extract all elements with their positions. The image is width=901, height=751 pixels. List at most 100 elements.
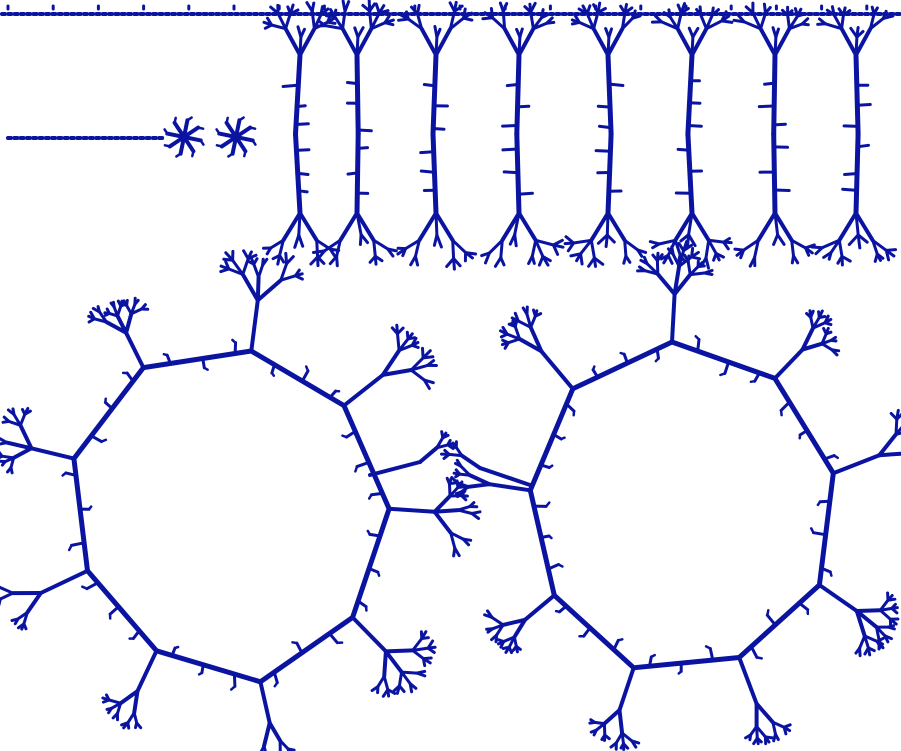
stub-edge	[797, 601, 810, 612]
ladder-tree-2	[312, 0, 398, 268]
branch-edge	[288, 8, 300, 16]
branch-edge	[411, 637, 424, 652]
branch-edge	[400, 670, 412, 686]
branch-edge	[454, 445, 464, 458]
rung-edge	[687, 101, 702, 105]
stub-edge	[544, 501, 551, 508]
stub-edge	[201, 357, 206, 370]
branch-edge	[758, 26, 777, 57]
branch-edge	[356, 26, 365, 39]
branch-edge	[298, 35, 303, 57]
branch-edge	[448, 477, 453, 486]
branch-edge	[772, 347, 805, 381]
branch-edge	[105, 307, 111, 315]
branch-edge	[682, 243, 694, 253]
star-edge	[182, 135, 203, 143]
ring-edge	[85, 568, 159, 654]
branch-edge	[712, 252, 718, 262]
stub-edge	[749, 645, 759, 659]
branch-edge	[105, 706, 113, 711]
stub-edge	[367, 493, 373, 500]
branch-edge	[404, 238, 421, 251]
branch-edge	[421, 355, 435, 360]
branch-edge	[410, 343, 420, 349]
ring-edge	[816, 470, 836, 588]
branch-edge	[11, 446, 34, 460]
branch-edge	[452, 546, 457, 558]
branch-edge	[596, 7, 607, 14]
branch-edge	[832, 13, 844, 31]
spine-edge	[685, 52, 695, 137]
branch-edge	[448, 9, 456, 31]
branch-edge	[269, 238, 285, 250]
branch-edge	[886, 597, 897, 602]
branch-edge	[283, 26, 302, 57]
stub-edge	[367, 567, 380, 574]
branch-edge	[432, 233, 439, 247]
stub-edge	[233, 341, 238, 355]
branch-edge	[614, 731, 624, 745]
branch-edge	[540, 12, 551, 20]
branch-edge	[408, 682, 414, 694]
branch-edge	[675, 26, 694, 57]
branch-edge	[467, 473, 492, 487]
branch-edge	[125, 298, 129, 307]
branch-edge	[454, 468, 462, 476]
ring-edge	[551, 592, 637, 671]
stub-edge	[765, 613, 777, 627]
branch-edge	[340, 26, 359, 57]
branch-edge	[690, 211, 711, 243]
stub-edge	[229, 685, 237, 691]
spine-edge	[605, 52, 614, 137]
branch-edge	[341, 9, 347, 31]
branch-edge	[383, 648, 415, 654]
branch-edge	[512, 617, 527, 639]
branch-edge	[416, 12, 424, 31]
branch-edge	[451, 238, 456, 260]
branch-edge	[0, 591, 15, 601]
stub-edge	[719, 372, 727, 377]
rung-edge	[686, 124, 703, 128]
branch-edge	[369, 21, 387, 31]
stub-edge	[559, 436, 566, 441]
ring-edge	[570, 339, 675, 392]
branch-edge	[118, 689, 140, 706]
branch-edge	[551, 243, 560, 256]
branch-edge	[309, 255, 320, 266]
branch-edge	[589, 728, 598, 734]
star-edge	[215, 128, 221, 135]
branch-edge	[432, 509, 453, 535]
stub-edge	[823, 454, 836, 461]
branch-edge	[501, 2, 509, 14]
branch-edge	[517, 26, 536, 57]
branch-edge	[855, 30, 865, 39]
branch-edge	[800, 326, 815, 352]
branch-edge	[255, 275, 261, 303]
rung-edge	[501, 147, 519, 152]
branch-edge	[328, 247, 336, 258]
stub-edge	[355, 460, 371, 469]
branch-edge	[262, 721, 272, 749]
branch-edge	[315, 238, 320, 259]
branch-edge	[368, 9, 373, 31]
star-edge	[234, 135, 255, 143]
branch-edge	[316, 19, 327, 28]
branch-edge	[120, 721, 130, 727]
branch-edge	[335, 238, 342, 258]
stub-edge	[650, 653, 656, 659]
branch-edge	[858, 634, 867, 650]
branch-edge	[338, 211, 359, 243]
branch-edge	[736, 13, 746, 24]
branch-edge	[12, 413, 22, 427]
branch-edge	[415, 671, 427, 678]
branch-edge	[387, 506, 437, 514]
branch-edge	[104, 320, 129, 335]
rung-edge	[515, 104, 531, 109]
branch-edge	[703, 271, 714, 276]
branch-edge	[533, 312, 543, 318]
branch-edge	[409, 368, 426, 382]
stub-edge	[753, 371, 761, 383]
branch-edge	[883, 634, 890, 644]
branch-edge	[419, 26, 438, 57]
branch-edge	[459, 453, 482, 470]
